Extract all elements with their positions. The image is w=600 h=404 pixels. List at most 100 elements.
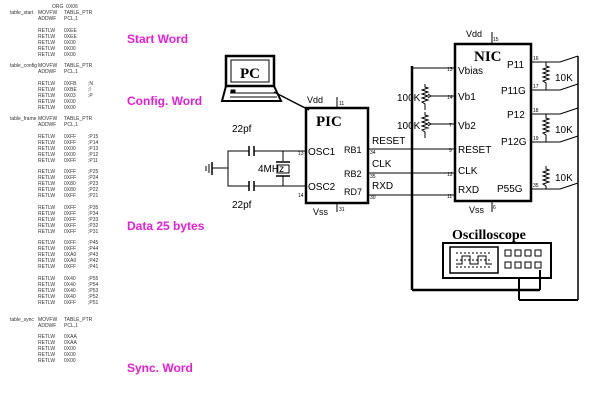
- pc-icon: [220, 54, 283, 102]
- code-label: table_start: [10, 10, 34, 16]
- resistor-3-label: 10K: [555, 173, 573, 184]
- code-comment: ;P25: [88, 169, 99, 175]
- code-operand: 0X00: [64, 98, 76, 105]
- code-opcode: RETLW: [38, 240, 56, 246]
- nic-p12g: P12G: [501, 137, 527, 148]
- nic-vbias-pin: 13: [447, 67, 453, 73]
- code-opcode: MOVFW: [38, 316, 58, 323]
- code-operand: PCL,1: [64, 322, 78, 329]
- code-opcode: RETLW: [38, 275, 56, 282]
- nic-vb2-pin: 7: [449, 123, 452, 129]
- code-comment: ;N: [88, 80, 93, 87]
- nic-vss: Vss: [469, 205, 485, 215]
- code-opcode: RETLW: [38, 346, 56, 352]
- code-opcode: RETLW: [38, 45, 56, 52]
- nic-rxd-pin: 11: [447, 194, 452, 200]
- nic-vdd: Vdd: [466, 29, 482, 39]
- code-operand: TABLE_PTR: [64, 63, 93, 69]
- code-comment: ;P23: [88, 181, 99, 187]
- code-comment: ;P14: [88, 139, 99, 146]
- nic-vb1-pin: 14: [447, 95, 453, 101]
- signal-clk: CLK: [372, 159, 392, 170]
- pot-vb2-label: 100K: [397, 121, 421, 132]
- code-operand: 0XFF: [64, 169, 77, 175]
- code-opcode: RETLW: [38, 145, 56, 152]
- code-comment: ;P51: [88, 299, 99, 306]
- start-word-heading: Start Word: [127, 32, 189, 46]
- code-opcode: ADDWF: [38, 122, 57, 128]
- code-opcode: MOVFW: [38, 116, 58, 122]
- code-opcode: RETLW: [38, 157, 56, 164]
- code-operand: 0X00: [64, 151, 76, 158]
- pic-osc1: OSC1: [308, 147, 336, 158]
- code-comment: ;P21: [88, 193, 99, 199]
- code-label: table_sync: [10, 316, 34, 323]
- nic-p12: P12: [507, 110, 525, 121]
- code-opcode: RETLW: [38, 358, 56, 364]
- nic-p11g: P11G: [501, 86, 526, 97]
- code-opcode: RETLW: [38, 210, 56, 217]
- nic-chip: [453, 42, 533, 203]
- pic-osc2-pin: 14: [298, 193, 304, 199]
- code-comment: ;P55: [88, 275, 99, 282]
- code-operand: 0XFF: [64, 240, 77, 246]
- code-operand: 0X00: [64, 39, 76, 46]
- resistor-10k-3: [541, 166, 551, 189]
- code-opcode: ADDWF: [38, 16, 57, 22]
- code-comment: ;P35: [88, 204, 99, 211]
- nic-reset: RESET: [458, 145, 491, 156]
- signal-reset: RESET: [372, 136, 405, 147]
- code-comment: ;P31: [88, 228, 99, 235]
- nic-reset-pin: 9: [449, 148, 452, 154]
- code-opcode: RETLW: [38, 287, 56, 294]
- pic-vdd: Vdd: [307, 95, 323, 105]
- code-opcode: RETLW: [38, 51, 56, 58]
- resistor-10k-1: [541, 62, 551, 90]
- pic-rb1: RB1: [344, 145, 362, 155]
- code-operand: 0X40: [64, 281, 76, 288]
- pic-vss: Vss: [313, 207, 329, 217]
- capacitor-bottom: [248, 181, 255, 191]
- pic-vss-pin: 31: [339, 207, 345, 213]
- code-comment: ;P41: [88, 264, 99, 270]
- code-operand: TABLE_PTR: [64, 116, 93, 122]
- nic-title: NIC: [474, 49, 502, 65]
- code-operand: TABLE_PTR: [64, 10, 93, 16]
- code-operand: 0X00: [64, 352, 76, 358]
- code-operand: 0X40: [64, 275, 76, 282]
- nic-p11-pin: 16: [533, 56, 539, 62]
- code-label: table_config: [10, 63, 37, 69]
- code-operand: 0XFF: [64, 139, 77, 146]
- code-opcode: RETLW: [38, 33, 56, 40]
- code-opcode: RETLW: [38, 281, 56, 288]
- code-opcode: RETLW: [38, 175, 56, 181]
- pc-label: PC: [240, 66, 260, 82]
- nic-p11: P11: [507, 60, 524, 71]
- code-opcode: RETLW: [38, 222, 56, 229]
- code-opcode: RETLW: [38, 169, 56, 175]
- code-operand: 0XFF: [64, 216, 77, 223]
- code-operand: 0XFF: [64, 222, 77, 229]
- code-operand: 0XA0: [64, 258, 77, 264]
- code-operand: 0XBE: [64, 86, 77, 93]
- pic-rd7: RD7: [344, 187, 362, 197]
- resistor-2-label: 10K: [555, 125, 573, 136]
- crystal: [276, 161, 290, 177]
- code-operand: 0X00: [64, 346, 76, 352]
- code-opcode: RETLW: [38, 193, 56, 199]
- oscilloscope-icon: [442, 242, 552, 279]
- code-comment: ;P15: [88, 133, 99, 140]
- code-operand: TABLE_PTR: [64, 316, 93, 323]
- sync-word-heading: Sync. Word: [127, 361, 193, 375]
- code-comment: ;P12: [88, 151, 99, 158]
- code-comment: ;P53: [88, 287, 99, 294]
- pic-vdd-pin: 11: [339, 101, 344, 107]
- code-comment: ;P42: [88, 258, 99, 264]
- code-operand: 0XFF: [64, 204, 77, 211]
- nic-vbias: Vbias: [458, 66, 483, 77]
- config-word-heading: Config. Word: [127, 94, 203, 108]
- ground-symbol: [205, 162, 213, 175]
- code-opcode: ADDWF: [38, 69, 57, 75]
- resistor-1-label: 10K: [555, 73, 573, 84]
